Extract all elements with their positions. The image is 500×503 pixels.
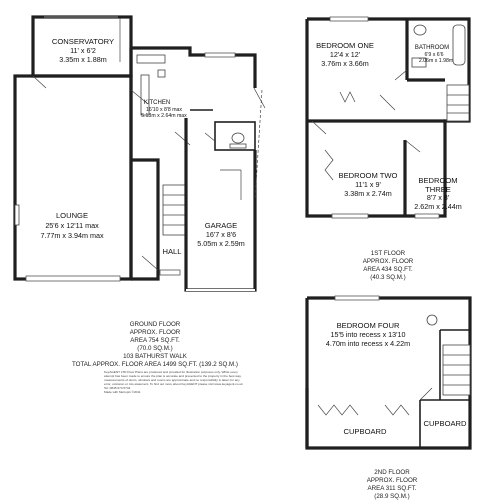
room-dim-metric-garage: 5.05m x 2.59m	[197, 239, 245, 248]
second-floor-area: 2ND FLOOR APPROX. FLOOR AREA 311 SQ.FT. …	[367, 469, 418, 500]
room-dim-metric-bedroom-two: 3.38m x 2.74m	[344, 189, 392, 198]
disclaimer-line: attempt has been made to ensure the plan…	[104, 374, 242, 378]
room-dim-metric-lounge: 7.77m x 3.94m max	[40, 231, 104, 240]
address: 103 BATHURST WALK	[123, 353, 188, 360]
room-dim-metric-bedroom-one: 3.76m x 3.66m	[321, 59, 369, 68]
first-floor-area: 1ST FLOOR APPROX. FLOOR AREA 434 SQ.FT. …	[363, 250, 414, 281]
lounge-walls	[13, 74, 133, 281]
room-dim-metric-bedroom-four: 4.70m into recess x 4.22m	[326, 339, 410, 348]
disclaimer-line: Tel: 0845 674 5744	[104, 386, 131, 390]
room-dim-imperial-kitchen: 16'10 x 8'8 max	[146, 107, 182, 113]
room-name-conservatory: CONSERVATORY	[52, 37, 114, 46]
ground-floor-area: GROUND FLOOR APPROX. FLOOR AREA 754 SQ.F…	[130, 321, 181, 352]
room-dim-imperial-bedroom-one: 12'4 x 12'	[330, 50, 361, 59]
room-name-kitchen: KITCHEN	[144, 100, 170, 106]
room-name-bathroom: BATHROOM	[415, 45, 449, 51]
ground-floor-plan	[13, 15, 266, 292]
room-name-cupboard-1: CUPBOARD	[343, 427, 387, 436]
room-name-bedroom-three-line2: THREE	[425, 185, 451, 194]
disclaimer: KeyAGENT LTD Floor Plans are produced an…	[104, 370, 243, 394]
first-floor-plan	[305, 16, 471, 219]
disclaimer-line: KeyAGENT LTD Floor Plans are produced an…	[104, 370, 238, 374]
room-dim-metric-bedroom-three: 2.62m x 2.44m	[414, 202, 462, 211]
second-area-line2: APPROX. FLOOR	[367, 477, 418, 484]
room-name-cupboard-2: CUPBOARD	[423, 419, 467, 428]
first-area-line1: 1ST FLOOR	[371, 250, 406, 257]
kitchen-walls	[131, 46, 257, 88]
disclaimer-line: error, omission or mis-statement. To fin…	[104, 382, 243, 386]
hall-walls	[131, 158, 160, 281]
ground-area-line1: GROUND FLOOR	[130, 321, 181, 328]
room-name-hall: HALL	[163, 247, 182, 256]
first-area-line2: APPROX. FLOOR	[363, 258, 414, 265]
room-dim-imperial-bedroom-three: 8'7 x 8'	[427, 193, 450, 202]
total-area: TOTAL APPROX. FLOOR AREA 1499 SQ.FT. (13…	[72, 361, 238, 368]
room-dim-metric-bathroom: 2.06m x 1.98m	[419, 58, 453, 64]
second-area-line4: (28.9 SQ.M.)	[374, 493, 409, 500]
room-dim-imperial-lounge: 25'6 x 12'11 max	[45, 221, 99, 230]
room-name-bedroom-three: BEDROOM	[418, 176, 457, 185]
ground-area-line4: (70.0 SQ.M.)	[137, 345, 172, 352]
room-dim-metric-kitchen: 5.13m x 2.64m max	[141, 113, 187, 119]
room-dim-imperial-bathroom: 6'9 x 6'6	[425, 52, 444, 58]
room-dim-imperial-conservatory: 11' x 6'2	[70, 46, 96, 55]
second-area-line3: AREA 311 SQ.FT.	[367, 485, 416, 492]
ground-area-line2: APPROX. FLOOR	[130, 329, 181, 336]
second-area-line1: 2ND FLOOR	[374, 469, 410, 476]
room-name-bedroom-four: BEDROOM FOUR	[337, 321, 400, 330]
disclaimer-line: Made with Metropix ©2011	[104, 390, 141, 394]
disclaimer-line: measurements of doors, windows and rooms…	[104, 378, 240, 382]
room-dim-imperial-bedroom-four: 15'5 into recess x 13'10	[330, 330, 405, 339]
first-area-line3: AREA 434 SQ.FT.	[363, 266, 413, 273]
room-dim-imperial-bedroom-two: 11'1 x 9'	[355, 180, 381, 189]
room-dim-imperial-garage: 16'7 x 8'6	[206, 230, 236, 239]
room-name-bedroom-two: BEDROOM TWO	[339, 171, 398, 180]
room-dim-metric-conservatory: 3.35m x 1.88m	[59, 55, 107, 64]
first-area-line4: (40.3 SQ.M.)	[370, 274, 405, 281]
room-name-bedroom-one: BEDROOM ONE	[316, 41, 374, 50]
ground-area-line3: AREA 754 SQ.FT.	[130, 337, 180, 344]
room-name-lounge: LOUNGE	[56, 211, 88, 220]
second-floor-plan	[305, 295, 472, 450]
room-name-garage: GARAGE	[205, 221, 238, 230]
